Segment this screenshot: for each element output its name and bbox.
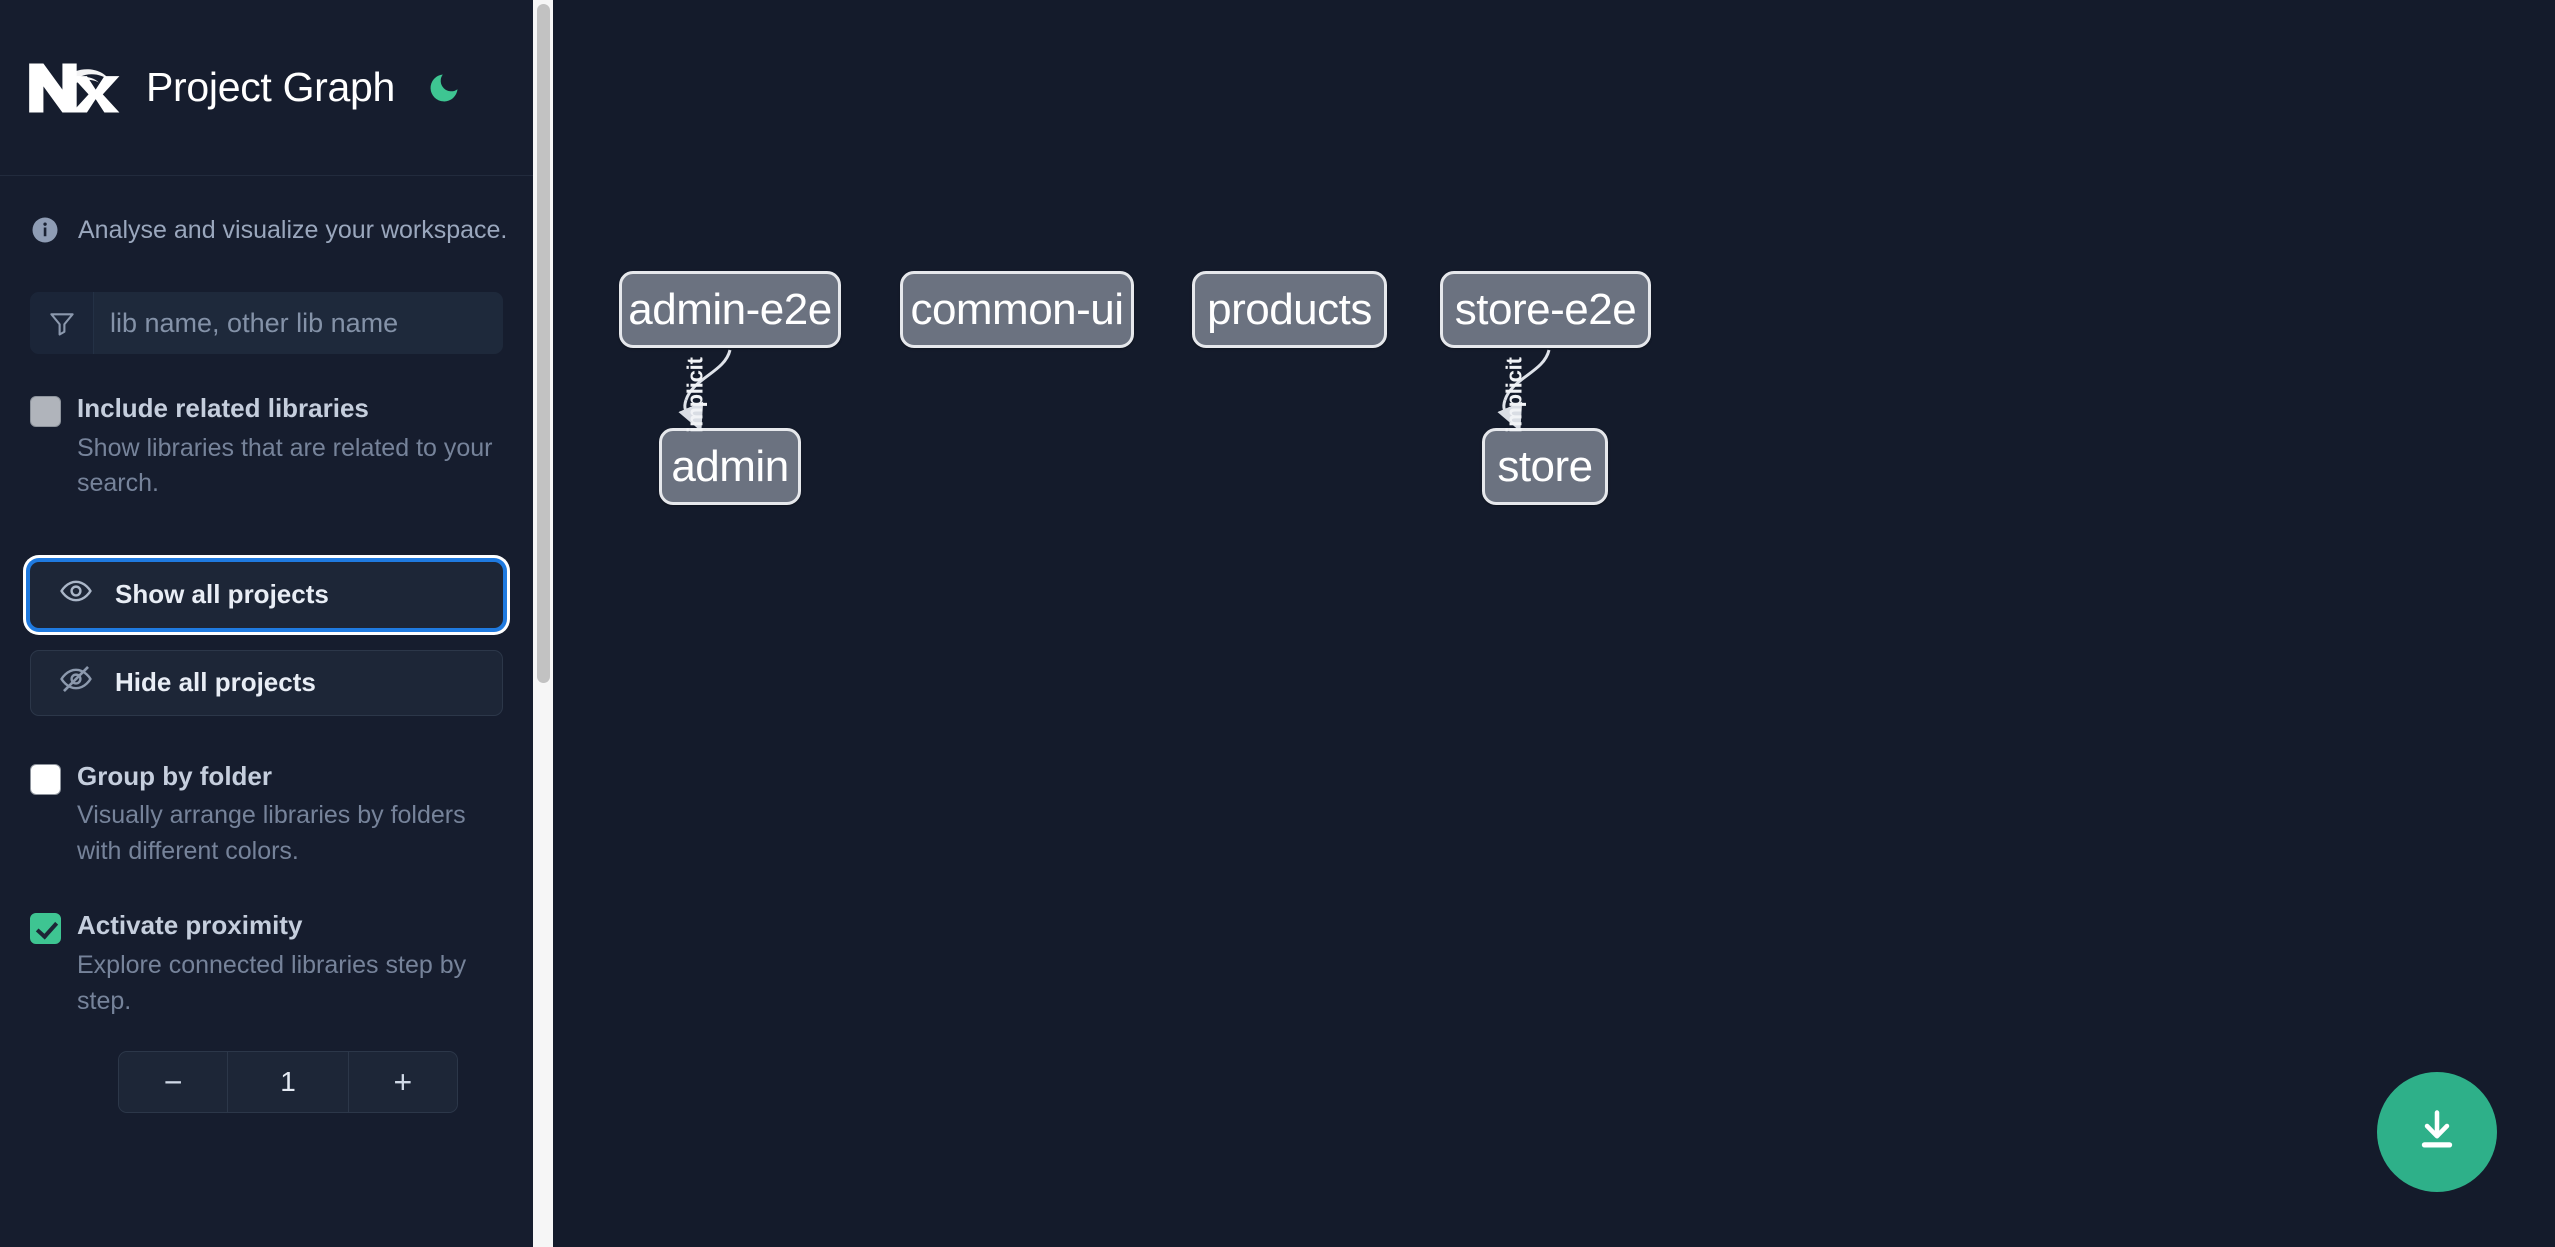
brand-bar: Project Graph <box>0 0 533 176</box>
graph-node-store[interactable]: store <box>1482 428 1608 505</box>
download-graph-button[interactable] <box>2377 1072 2497 1192</box>
show-all-projects-label: Show all projects <box>115 579 329 610</box>
option-include-related-libraries[interactable]: Include related libraries Show libraries… <box>0 390 533 502</box>
option-activate-proximity[interactable]: Activate proximity Explore connected lib… <box>0 907 533 1019</box>
graph-edges <box>678 349 1551 432</box>
edge-label-implicit-admin: implicit <box>682 357 708 433</box>
proximity-decrement-button[interactable]: − <box>119 1052 229 1113</box>
info-icon <box>30 215 60 245</box>
tagline: Analyse and visualize your workspace. <box>0 176 533 248</box>
search-input[interactable] <box>94 292 503 354</box>
hide-all-projects-button[interactable]: Hide all projects <box>30 649 503 716</box>
sidebar-scroll-area: Project Graph Analyse and visualize yo <box>0 0 533 1247</box>
hide-all-projects-label: Hide all projects <box>115 667 316 698</box>
tagline-text: Analyse and visualize your workspace. <box>78 215 508 244</box>
eye-off-icon <box>59 662 93 703</box>
show-all-projects-button[interactable]: Show all projects <box>30 561 503 628</box>
graph-node-store-e2e[interactable]: store-e2e <box>1440 271 1651 348</box>
filter-icon[interactable] <box>30 292 94 354</box>
option-description: Explore connected libraries step by step… <box>77 951 467 1015</box>
option-description: Visually arrange libraries by folders wi… <box>77 801 466 865</box>
proximity-value: 1 <box>228 1052 348 1113</box>
graph-node-common-ui[interactable]: common-ui <box>900 271 1134 348</box>
include-related-libraries-checkbox[interactable] <box>30 396 61 427</box>
option-text-group: Group by folder Visually arrange librari… <box>77 758 503 870</box>
activate-proximity-checkbox[interactable] <box>30 913 61 945</box>
search-box <box>30 292 503 354</box>
graph-node-admin-e2e[interactable]: admin-e2e <box>619 271 841 348</box>
proximity-increment-button[interactable]: + <box>347 1052 457 1113</box>
option-label: Group by folder <box>77 760 272 791</box>
option-group-by-folder[interactable]: Group by folder Visually arrange librari… <box>0 758 533 870</box>
download-icon <box>2411 1105 2463 1160</box>
sidebar: Project Graph Analyse and visualize yo <box>0 0 553 1247</box>
graph-node-admin[interactable]: admin <box>659 428 801 505</box>
graph-canvas[interactable]: admin-e2e common-ui products store-e2e a… <box>553 0 2555 1247</box>
option-text-group: Include related libraries Show libraries… <box>77 390 503 502</box>
page-title: Project Graph <box>146 64 396 110</box>
sidebar-scrollbar-track[interactable] <box>533 0 553 1247</box>
eye-icon <box>59 574 93 615</box>
nx-logo-icon <box>26 57 121 119</box>
proximity-stepper: − 1 + <box>118 1051 458 1114</box>
option-description: Show libraries that are related to your … <box>77 433 493 498</box>
option-label: Activate proximity <box>77 910 303 941</box>
graph-node-products[interactable]: products <box>1192 271 1387 348</box>
option-label: Include related libraries <box>77 393 369 423</box>
sidebar-scrollbar-thumb[interactable] <box>537 4 550 683</box>
option-text-group: Activate proximity Explore connected lib… <box>77 907 503 1019</box>
group-by-folder-checkbox[interactable] <box>30 763 61 795</box>
moon-icon[interactable] <box>422 66 466 110</box>
edge-label-implicit-store: implicit <box>1501 357 1527 433</box>
